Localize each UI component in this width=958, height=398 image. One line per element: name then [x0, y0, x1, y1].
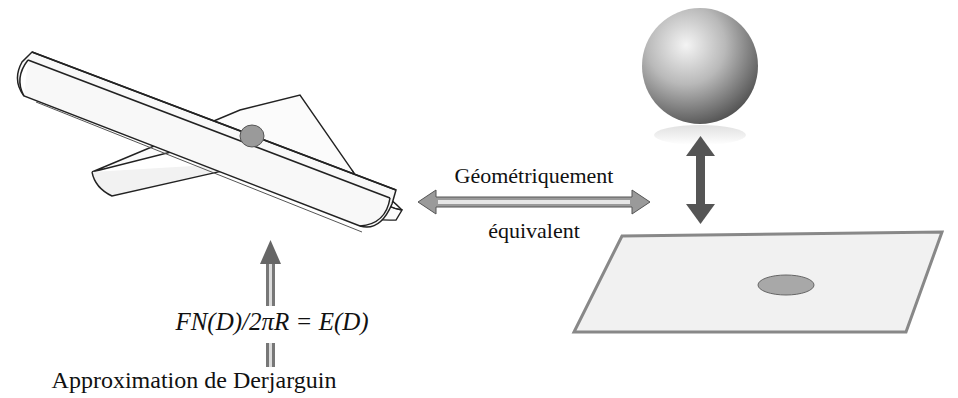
up-arrow — [260, 240, 281, 367]
sphere — [642, 8, 758, 124]
front-cylinder — [17, 52, 396, 232]
caption-label: Approximation de Derjarguin — [49, 367, 340, 395]
formula: FN(D)/2πR = E(D) — [172, 308, 371, 337]
contact-spot — [240, 125, 264, 147]
approach-arrow — [686, 136, 715, 224]
equivalence-label: équivalent — [485, 218, 583, 243]
equivalence-arrow — [418, 190, 650, 214]
equivalence-label: Géométriquement — [452, 163, 617, 188]
plane — [574, 232, 942, 332]
contact-spot — [758, 275, 814, 295]
